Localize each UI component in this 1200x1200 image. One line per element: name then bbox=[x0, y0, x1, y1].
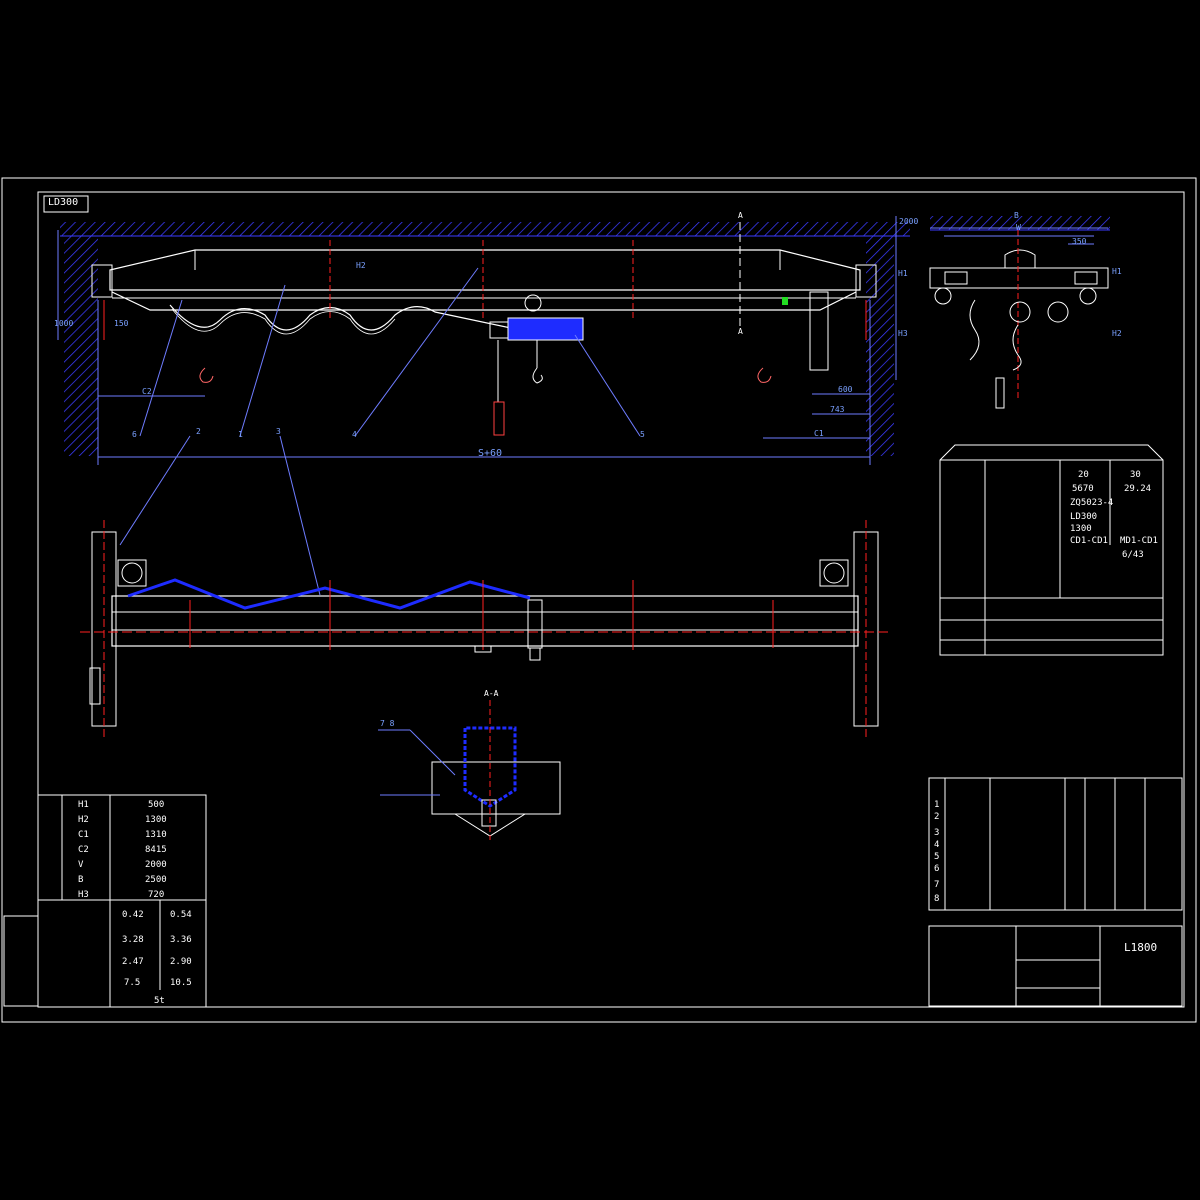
part-6: 6 bbox=[934, 864, 940, 874]
param-label-c1: C1 bbox=[78, 830, 89, 840]
end-carriage-right bbox=[855, 264, 877, 298]
callout-4: 4 bbox=[352, 430, 357, 439]
spec-table bbox=[939, 444, 1164, 656]
spec-5670: 5670 bbox=[1072, 484, 1094, 494]
drawing-code: LD300 bbox=[48, 197, 79, 208]
section-mark-a-bottom: A bbox=[738, 327, 743, 336]
dim-h2: H2 bbox=[356, 261, 366, 270]
section-detail bbox=[378, 700, 561, 840]
perf-value-4a: 7.5 bbox=[124, 978, 141, 988]
spec-md1: MD1-CD1 bbox=[1120, 536, 1158, 546]
callout-3: 3 bbox=[276, 427, 281, 436]
cab-bracket bbox=[809, 291, 829, 371]
dim-h3: H3 bbox=[898, 329, 908, 338]
param-value-h1: 500 bbox=[148, 800, 165, 810]
plan-main-girder bbox=[111, 595, 859, 647]
param-label-h1: H1 bbox=[78, 800, 89, 810]
param-label-h3: H3 bbox=[78, 890, 89, 900]
part-5: 5 bbox=[934, 852, 940, 862]
spec-reducer: ZQ5023-4 bbox=[1070, 498, 1114, 508]
pendant-control bbox=[493, 401, 505, 436]
part-3: 3 bbox=[934, 828, 940, 838]
side-dim-w: W bbox=[1016, 223, 1021, 232]
part-1: 1 bbox=[934, 800, 940, 810]
title-block bbox=[928, 925, 1183, 1007]
param-value-h3: 720 bbox=[148, 890, 165, 900]
wall-hatch-right bbox=[866, 236, 894, 456]
parts-list bbox=[928, 777, 1183, 1007]
trolley-hoist bbox=[507, 317, 584, 341]
callout-1: 1 bbox=[238, 430, 243, 439]
perf-value-5: 5t bbox=[154, 996, 165, 1006]
dim-c2: C2 bbox=[142, 387, 152, 396]
side-end-beam bbox=[929, 267, 1109, 289]
section-callout: 7 8 bbox=[380, 719, 395, 728]
spec-wheel: LD300 bbox=[1070, 512, 1098, 522]
param-label-v: V bbox=[78, 860, 84, 870]
dim-743: 743 bbox=[830, 405, 845, 414]
side-dim-b: B bbox=[1014, 211, 1019, 220]
param-value-b: 2500 bbox=[145, 875, 167, 885]
perf-value-3a: 2.47 bbox=[122, 957, 144, 967]
main-girder bbox=[109, 249, 861, 291]
side-dim-h1: H1 bbox=[1112, 267, 1122, 276]
plan-view bbox=[80, 520, 890, 740]
dim-150: 150 bbox=[114, 319, 129, 328]
param-label-h2: H2 bbox=[78, 815, 89, 825]
param-table bbox=[3, 794, 207, 1008]
dim-2000: 2000 bbox=[899, 217, 919, 226]
callout-2: 2 bbox=[196, 427, 201, 436]
perf-value-3b: 2.90 bbox=[170, 957, 192, 967]
rail-hatch bbox=[60, 222, 910, 236]
inner-frame bbox=[37, 191, 1185, 1008]
param-value-h2: 1300 bbox=[145, 815, 167, 825]
part-8: 8 bbox=[934, 894, 940, 904]
side-dim-h2: H2 bbox=[1112, 329, 1122, 338]
part-2: 2 bbox=[934, 812, 940, 822]
lower-flange bbox=[111, 291, 857, 311]
dim-600: 600 bbox=[838, 385, 853, 394]
param-value-c2: 8415 bbox=[145, 845, 167, 855]
dim-overall-span: S+60 bbox=[478, 448, 503, 459]
dim-h1: H1 bbox=[898, 269, 908, 278]
spec-2924: 29.24 bbox=[1124, 484, 1152, 494]
spec-cd1: CD1-CD1 bbox=[1070, 536, 1108, 546]
perf-value-4b: 10.5 bbox=[170, 978, 192, 988]
perf-value-2a: 3.28 bbox=[122, 935, 144, 945]
spec-643: 6/43 bbox=[1122, 550, 1144, 560]
side-view bbox=[929, 216, 1110, 409]
param-value-v: 2000 bbox=[145, 860, 167, 870]
elevation-view bbox=[57, 216, 910, 596]
side-rail-hatch bbox=[930, 216, 1110, 230]
festoon-cable bbox=[169, 304, 521, 331]
side-dim-350: 350 bbox=[1072, 237, 1087, 246]
outer-frame bbox=[1, 177, 1197, 1023]
perf-value-1b: 0.54 bbox=[170, 910, 192, 920]
section-box-girder bbox=[463, 726, 517, 808]
part-4: 4 bbox=[934, 840, 940, 850]
hook-left bbox=[199, 367, 214, 383]
section-mark-a-top: A bbox=[738, 211, 743, 220]
perf-value-1a: 0.42 bbox=[122, 910, 144, 920]
dim-1000: 1000 bbox=[54, 319, 74, 328]
perf-value-2b: 3.36 bbox=[170, 935, 192, 945]
code-box bbox=[43, 195, 89, 213]
title-block-code: L1800 bbox=[1124, 941, 1158, 954]
end-carriage-left bbox=[91, 264, 113, 298]
hook-right bbox=[757, 367, 772, 383]
section-title: A-A bbox=[484, 689, 499, 698]
spec-20: 20 bbox=[1078, 470, 1089, 480]
part-7: 7 bbox=[934, 880, 940, 890]
plan-festoon-cable bbox=[127, 578, 531, 610]
callout-6: 6 bbox=[132, 430, 137, 439]
param-value-c1: 1310 bbox=[145, 830, 167, 840]
param-label-b: B bbox=[78, 875, 84, 885]
param-label-c2: C2 bbox=[78, 845, 89, 855]
wall-hatch-left bbox=[64, 236, 98, 456]
dim-c1: C1 bbox=[814, 429, 824, 438]
callout-5: 5 bbox=[640, 430, 645, 439]
spec-1300: 1300 bbox=[1070, 524, 1092, 534]
spec-30: 30 bbox=[1130, 470, 1141, 480]
